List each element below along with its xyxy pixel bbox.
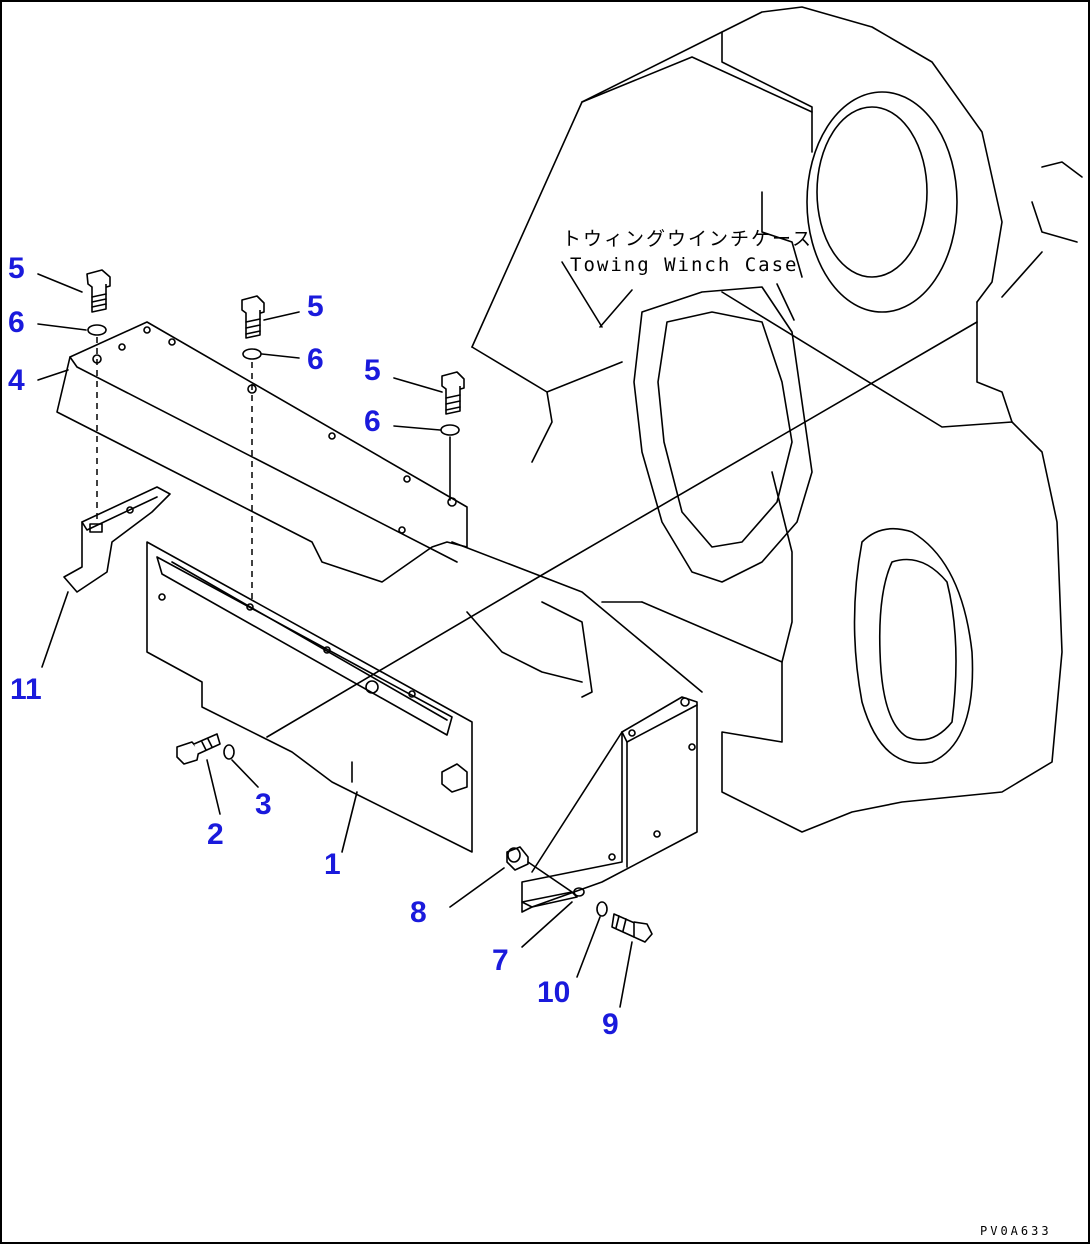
callout-10: 10 xyxy=(537,976,571,1009)
frame-edge-line xyxy=(451,541,703,693)
bolt-part-9 xyxy=(611,913,653,943)
washer-part-3 xyxy=(223,744,235,760)
bolt-part-2 xyxy=(176,733,221,765)
washer-part-10 xyxy=(596,901,608,917)
collar-part-8 xyxy=(506,846,529,871)
frame-edge-line xyxy=(466,611,583,683)
callout-6-right: 6 xyxy=(364,405,381,438)
callout-5-left: 5 xyxy=(8,252,25,285)
callout-5-center: 5 xyxy=(307,290,324,323)
callout-6-left: 6 xyxy=(8,306,25,339)
case-label-jp: トウィングウインチケース xyxy=(562,228,814,250)
washer-part-6-left xyxy=(87,324,107,336)
bracket-part-11 xyxy=(63,486,171,593)
towing-winch-case xyxy=(471,6,1083,833)
spacer-part-7 xyxy=(521,887,585,908)
callout-8: 8 xyxy=(410,896,427,929)
callout-4: 4 xyxy=(8,364,25,397)
drawing-code: PV0A633 xyxy=(980,1224,1052,1238)
leader-lines xyxy=(37,273,795,1008)
callout-7: 7 xyxy=(492,944,509,977)
bolt-part-5-left xyxy=(86,269,111,313)
cover-part-4 xyxy=(56,321,468,583)
case-label-en: Towing Winch Case xyxy=(570,254,799,276)
callout-6-center: 6 xyxy=(307,343,324,376)
washer-part-6-center xyxy=(242,348,262,360)
side-cover xyxy=(521,696,698,913)
bolt-part-5-center xyxy=(241,295,265,339)
callout-11: 11 xyxy=(10,673,42,706)
callout-2: 2 xyxy=(207,818,224,851)
callout-1: 1 xyxy=(324,848,341,881)
callout-5-right: 5 xyxy=(364,354,381,387)
plate-part-1 xyxy=(146,541,473,853)
assembly-line xyxy=(527,861,573,893)
washer-part-6-right xyxy=(440,424,460,436)
callout-3: 3 xyxy=(255,788,272,821)
frame-edge-line xyxy=(266,321,978,738)
callout-9: 9 xyxy=(602,1008,619,1041)
bolt-part-5-right xyxy=(441,371,465,415)
